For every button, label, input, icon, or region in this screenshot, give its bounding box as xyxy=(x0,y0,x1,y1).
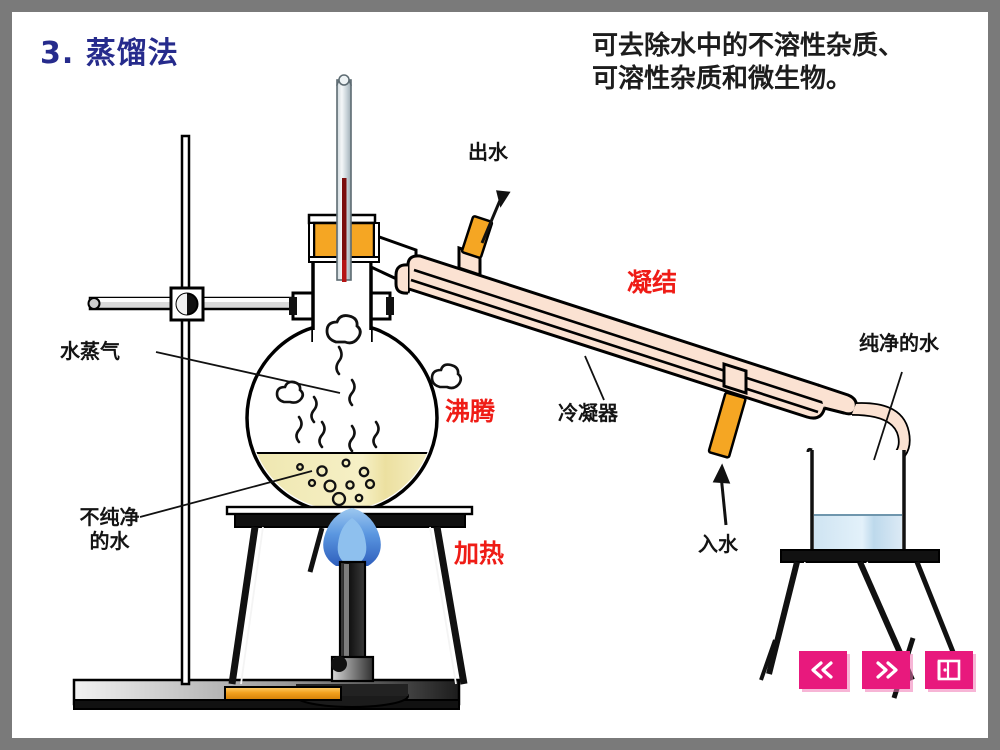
exit-door-icon xyxy=(937,659,961,681)
page-title: 3. 蒸馏法 xyxy=(40,36,179,71)
label-heating: 加热 xyxy=(454,539,505,568)
label-impure-water-line-2: 的水 xyxy=(89,529,130,553)
label-leader-lines xyxy=(139,351,903,518)
boiling-bubbles xyxy=(296,458,376,507)
slide-canvas: 3. 蒸馏法 可去除水中的不溶性杂质、 可溶性杂质和微生物。 水蒸气 不纯净 的… xyxy=(12,12,988,738)
double-chevron-left-icon xyxy=(811,661,833,679)
label-impure-water-line-1: 不纯净 xyxy=(79,505,140,529)
flow-arrows xyxy=(480,190,731,526)
label-water-out: 出水 xyxy=(468,140,508,164)
subtitle-line-1: 可去除水中的不溶性杂质、 xyxy=(592,31,905,61)
subtitle-line-2: 可溶性杂质和微生物。 xyxy=(592,64,853,95)
tripod xyxy=(228,526,468,685)
collection-beaker xyxy=(806,447,906,555)
label-condensation: 凝结 xyxy=(627,268,678,297)
label-boiling: 沸腾 xyxy=(445,397,496,426)
label-pure-water: 纯净的水 xyxy=(859,331,939,355)
thermometer xyxy=(336,74,352,282)
label-condenser: 冷凝器 xyxy=(558,401,618,425)
label-impure-water: 不纯净 的水 xyxy=(57,505,162,553)
slideshow-navigation xyxy=(799,651,979,695)
exit-slideshow-button[interactable] xyxy=(925,651,973,689)
next-slide-button[interactable] xyxy=(862,651,910,689)
bunsen-burner xyxy=(295,508,409,708)
previous-slide-button[interactable] xyxy=(799,651,847,689)
double-chevron-right-icon xyxy=(876,661,898,679)
label-water-in: 入水 xyxy=(698,532,738,556)
condenser xyxy=(394,215,858,459)
gas-tube xyxy=(224,686,342,701)
label-water-vapor: 水蒸气 xyxy=(60,339,120,363)
distillation-apparatus-diagram xyxy=(72,74,956,710)
slide-subtitle: 可去除水中的不溶性杂质、 可溶性杂质和微生物。 xyxy=(592,30,904,97)
